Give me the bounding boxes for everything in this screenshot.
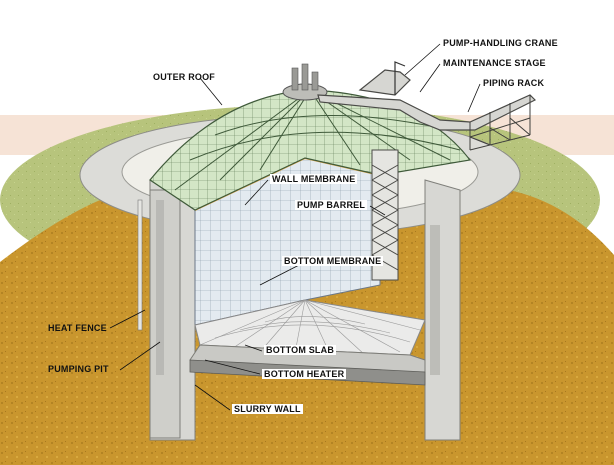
- label-slurry-wall: SLURRY WALL: [232, 404, 303, 414]
- label-maintenance-stage: MAINTENANCE STAGE: [443, 58, 546, 68]
- piping-walkway: [317, 69, 537, 131]
- slurry-wall-left: [149, 189, 181, 439]
- piping-rack: [469, 95, 531, 151]
- label-pumping-pit: PUMPING PIT: [48, 364, 109, 374]
- label-outer-roof: OUTER ROOF: [153, 72, 215, 82]
- label-pump-barrel: PUMP BARREL: [295, 200, 368, 210]
- label-bottom-slab: BOTTOM SLAB: [264, 345, 337, 355]
- crane-mast: [394, 61, 406, 95]
- leader-lines: [109, 43, 481, 411]
- label-heat-fence: HEAT FENCE: [48, 323, 107, 333]
- label-bottom-membrane: BOTTOM MEMBRANE: [282, 256, 384, 266]
- label-piping-rack: PIPING RACK: [483, 78, 545, 88]
- bottom-membrane: [194, 299, 426, 356]
- heat-fence-pole: [137, 199, 143, 331]
- label-bottom-heater: BOTTOM HEATER: [262, 369, 347, 379]
- label-pump-handling-crane: PUMP-HANDLING CRANE: [443, 38, 558, 48]
- label-wall-membrane: WALL MEMBRANE: [270, 174, 358, 184]
